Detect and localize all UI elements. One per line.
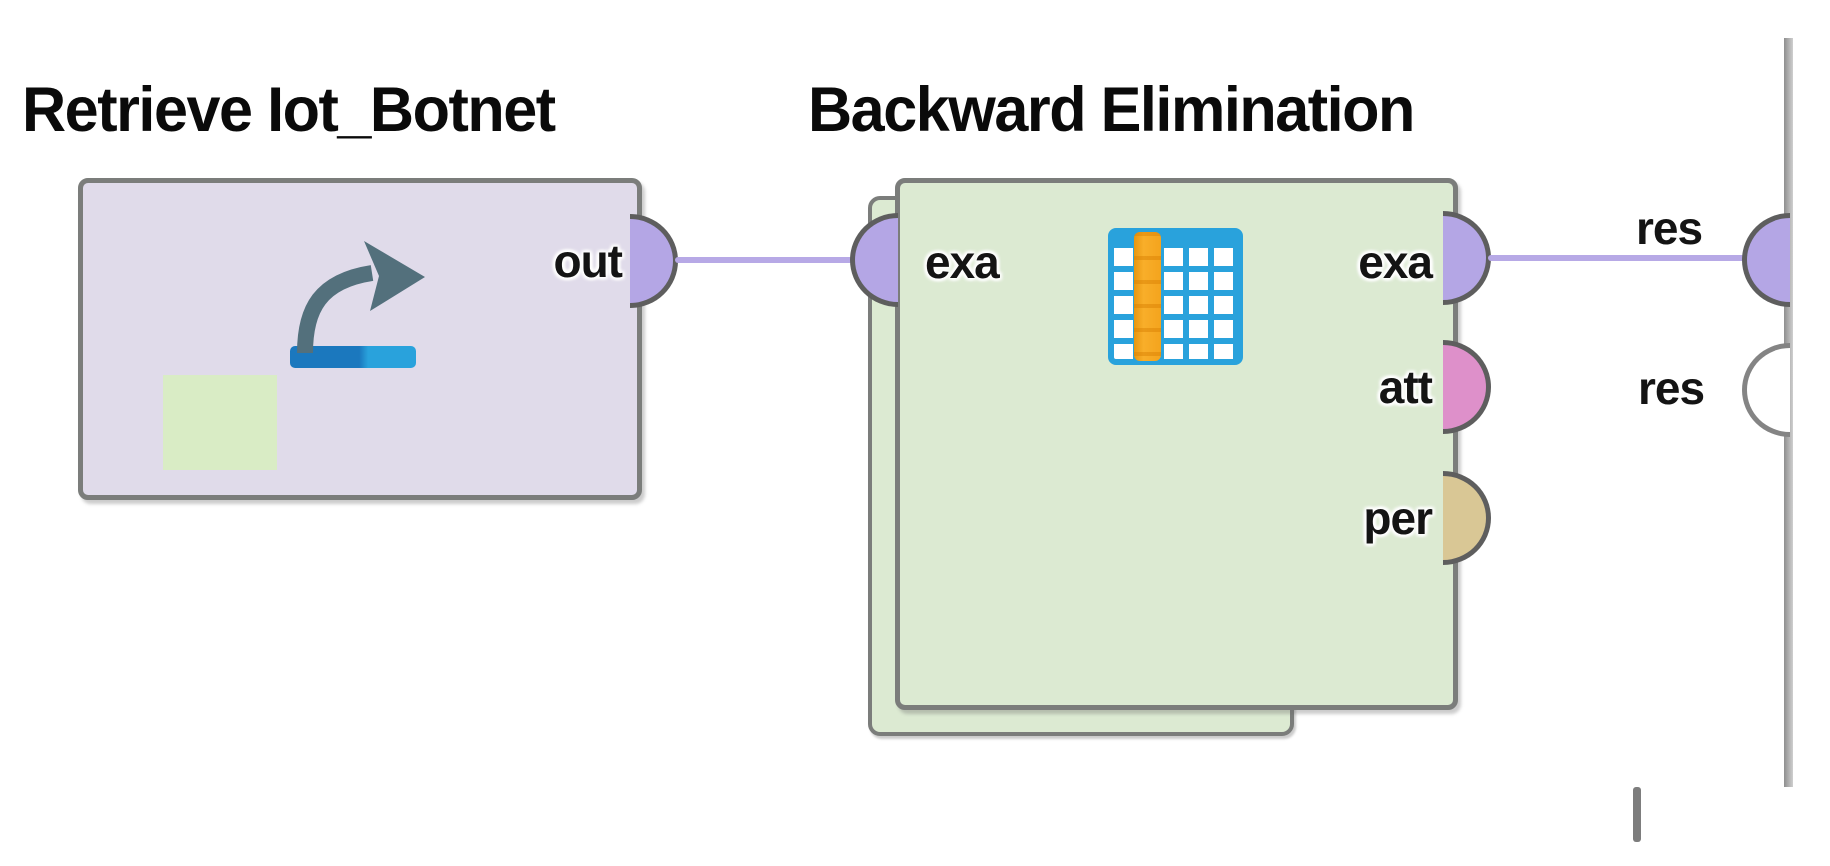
port-label-exa-out: exa: [1358, 236, 1433, 288]
port-label-out: out: [553, 235, 623, 287]
operator-retrieve-iot-botnet[interactable]: out: [78, 178, 642, 500]
data-table-icon: [1108, 228, 1243, 365]
highlighted-column: [1134, 232, 1161, 361]
connection-exa-to-res[interactable]: [1488, 255, 1745, 261]
port-per-output[interactable]: [1443, 471, 1491, 565]
port-out-retrieve[interactable]: [630, 214, 678, 308]
port-exa-input[interactable]: [850, 213, 898, 307]
operator-backward-elimination[interactable]: exa exa att per: [895, 178, 1458, 710]
port-label-per-out: per: [1363, 492, 1433, 544]
operator-status-square: [163, 375, 277, 470]
port-label-exa-in: exa: [925, 236, 1000, 288]
operator-title-retrieve: Retrieve Iot_Botnet: [22, 75, 556, 145]
port-res2-empty[interactable]: [1742, 343, 1790, 437]
port-label-att-out: att: [1378, 361, 1433, 413]
result-port-label-res2: res: [1638, 362, 1705, 414]
canvas-tick-mark: [1633, 787, 1641, 842]
result-port-label-res1: res: [1636, 202, 1703, 254]
operator-title-backward-elimination: Backward Elimination: [808, 75, 1415, 145]
port-att-output[interactable]: [1443, 340, 1491, 434]
port-exa-output[interactable]: [1443, 211, 1491, 305]
port-res1-connected[interactable]: [1742, 213, 1790, 307]
retrieve-icon: [290, 241, 425, 368]
connection-out-to-exa[interactable]: [675, 257, 853, 263]
